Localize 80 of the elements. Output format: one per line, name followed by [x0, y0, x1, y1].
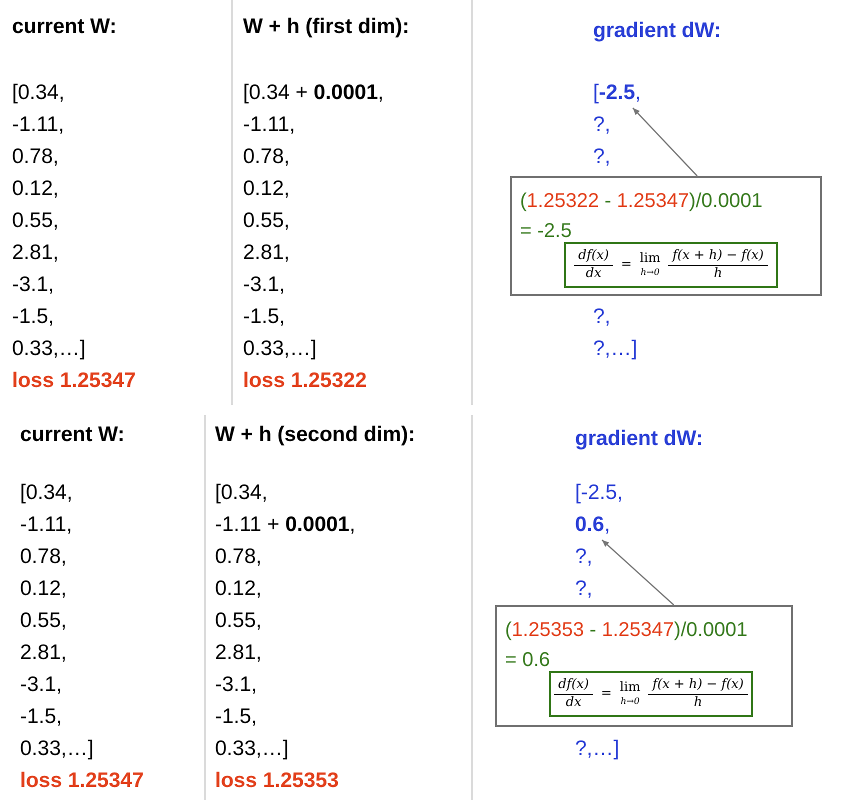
denominator: h — [692, 694, 704, 711]
vector-entry: 0.33,…] — [20, 736, 94, 762]
vector-entry: -1.5, — [243, 304, 286, 330]
arrow — [632, 108, 698, 176]
vector-entry: -1.5, — [12, 304, 54, 330]
vector-entry: 0.12, — [215, 576, 262, 602]
loss-value: loss 1.25322 — [243, 368, 367, 394]
vector-entry: 0.12, — [20, 576, 67, 602]
vector-entry: -3.1, — [243, 272, 286, 298]
vector-entry: 0.55, — [12, 208, 59, 234]
gradient-entry: ?, — [593, 304, 611, 330]
limit-operator: lim — [620, 680, 640, 696]
difference-quotient: (1.25353 - 1.25347)/0.0001 — [505, 618, 748, 643]
vector-entry: 0.78, — [12, 144, 59, 170]
limit-subscript: h→0 — [620, 696, 640, 708]
denominator: h — [712, 266, 724, 282]
gradient-entry: [-2.5, — [575, 480, 623, 506]
vector-entry: 0.33,…] — [243, 336, 317, 362]
vector-entry: 0.78, — [215, 544, 262, 570]
column-heading: current W: — [20, 422, 125, 448]
vector-entry: [0.34 + 0.0001, — [243, 80, 384, 106]
vector-entry: 0.12, — [243, 176, 290, 202]
vector-entry: -1.11, — [20, 512, 72, 538]
gradient-entry: ?, — [575, 544, 593, 570]
gradient-entry: ?, — [575, 576, 593, 602]
equals-sign: = — [600, 685, 612, 703]
numerator: df(x) — [554, 677, 593, 694]
gradient-entry: ?,…] — [593, 336, 638, 362]
limit-operator: lim — [640, 251, 660, 268]
vector-entry: 0.33,…] — [215, 736, 289, 762]
column-heading: gradient dW: — [593, 18, 721, 44]
loss-value: loss 1.25353 — [215, 768, 339, 794]
denominator: dx — [584, 266, 602, 282]
vector-entry: -1.5, — [20, 704, 62, 730]
vector-entry: 0.55, — [215, 608, 262, 634]
vector-entry: [0.34, — [20, 480, 73, 506]
vector-entry: 0.33,…] — [12, 336, 86, 362]
column-heading: W + h (first dim): — [243, 14, 410, 40]
gradient-entry: ?, — [593, 112, 611, 138]
callout-box — [495, 605, 793, 727]
vector-entry: 0.12, — [12, 176, 59, 202]
vector-entry: [0.34, — [215, 480, 268, 506]
column-heading: W + h (second dim): — [215, 422, 416, 448]
numerator: f(x + h) − f(x) — [668, 248, 768, 266]
denominator: dx — [564, 694, 582, 711]
numerator: f(x + h) − f(x) — [648, 677, 748, 694]
result-text: = -2.5 — [520, 219, 572, 244]
vector-entry: -1.11, — [243, 112, 296, 138]
vector-entry: -1.5, — [215, 704, 258, 730]
vector-entry: -3.1, — [12, 272, 54, 298]
vector-entry: 2.81, — [20, 640, 67, 666]
vector-entry: -3.1, — [215, 672, 258, 698]
formula-box — [564, 242, 778, 288]
vector-entry: 0.78, — [20, 544, 67, 570]
limit-subscript: h→0 — [640, 268, 660, 279]
vector-entry: 2.81, — [12, 240, 59, 266]
vector-entry: -3.1, — [20, 672, 62, 698]
vector-entry: -1.11, — [12, 112, 64, 138]
vector-entry: 2.81, — [243, 240, 290, 266]
vector-entry: 2.81, — [215, 640, 262, 666]
gradient-entry: 0.6, — [575, 510, 610, 540]
vector-entry: 0.78, — [243, 144, 290, 170]
column-heading: current W: — [12, 14, 117, 40]
vector-entry: -1.11 + 0.0001, — [215, 512, 356, 538]
result-text: = 0.6 — [505, 648, 550, 673]
numerator: df(x) — [574, 248, 613, 266]
vector-entry: 0.55, — [20, 608, 67, 634]
difference-quotient: (1.25322 - 1.25347)/0.0001 — [520, 189, 764, 214]
loss-value: loss 1.25347 — [20, 768, 144, 794]
vector-entry: [0.34, — [12, 80, 65, 106]
formula-box — [549, 671, 753, 717]
loss-value: loss 1.25347 — [12, 368, 136, 394]
gradient-entry: [-2.5, — [593, 78, 641, 108]
callout-box — [510, 176, 822, 296]
arrow — [602, 540, 674, 606]
vector-entry: 0.55, — [243, 208, 290, 234]
gradient-entry: ?, — [593, 144, 611, 170]
gradient-entry: ?,…] — [575, 736, 620, 762]
equals-sign: = — [620, 256, 632, 274]
column-heading: gradient dW: — [575, 426, 703, 452]
